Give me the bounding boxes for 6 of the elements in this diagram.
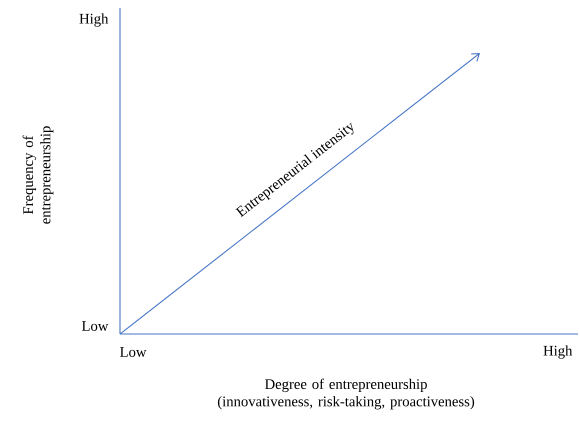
axis-title: Degree of entrepreneurship (innovativeness, risk-taking, proactiveness)	[218, 378, 474, 410]
axis-tick-label: Low	[120, 347, 146, 357]
axis-tick-label: High	[80, 13, 108, 27]
axis-title: Frequency of entrepreneurship	[22, 126, 54, 224]
axis-tick-label: Low	[82, 321, 108, 331]
axis-tick-label: High	[544, 345, 572, 359]
